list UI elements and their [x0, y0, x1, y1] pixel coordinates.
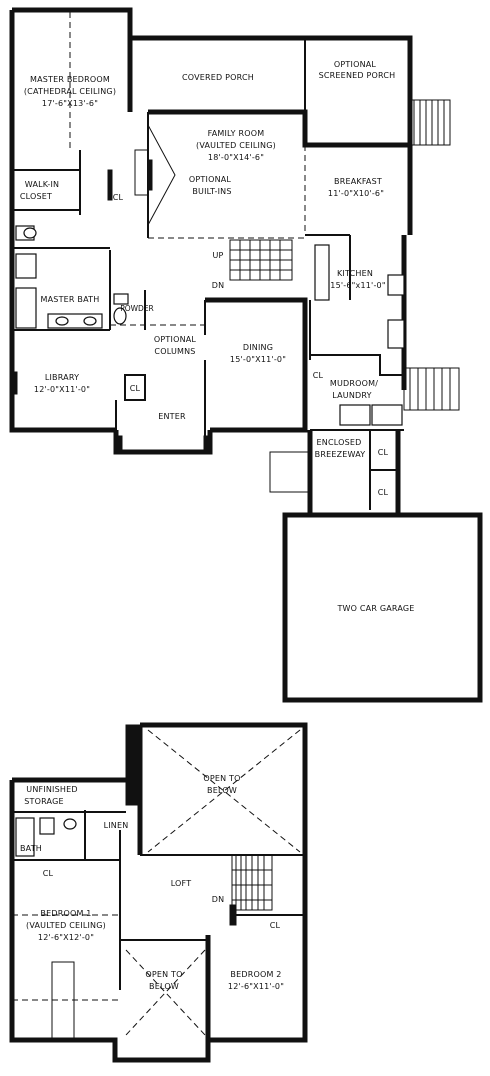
optional-columns-line2: COLUMNS — [154, 347, 195, 356]
open-to-below-line1: OPEN TO — [203, 774, 240, 783]
library-size: 12'-0"X11'-0" — [34, 385, 90, 394]
kitchen-size: 15'-6"x11'-0" — [330, 281, 385, 290]
first-floor-plan: MASTER BEDROOM (CATHEDRAL CEILING) 17'-6… — [9, 7, 483, 703]
stair-down-label: DN — [212, 281, 225, 290]
optional-columns-line1: OPTIONAL — [154, 335, 197, 344]
open-to-below-2-line2: BELOW — [149, 982, 179, 991]
bedroom1-note: (VAULTED CEILING) — [26, 921, 106, 930]
first-floor-walls — [9, 7, 483, 703]
stair-down-label-2: DN — [212, 895, 225, 904]
screened-porch-line1: OPTIONAL — [334, 60, 377, 69]
first-floor-fixtures — [15, 225, 405, 426]
loft-name: LOFT — [171, 879, 192, 888]
library-closet-label: CL — [130, 384, 141, 393]
enter-name: ENTER — [158, 412, 186, 421]
bedroom2-closet-label: CL — [270, 921, 281, 930]
bedroom1-size: 12'-6"X12'-0" — [38, 933, 94, 942]
garage-name: TWO CAR GARAGE — [336, 604, 414, 613]
second-floor-labels: UNFINISHED STORAGE OPEN TO BELOW LINEN B… — [20, 774, 284, 991]
walk-in-closet-line2: CLOSET — [20, 192, 52, 201]
bedroom1-closet-label: CL — [43, 869, 54, 878]
dining-name: DINING — [243, 343, 273, 352]
open-to-below-2-line1: OPEN TO — [145, 970, 182, 979]
family-room-note: (VAULTED CEILING) — [196, 141, 276, 150]
second-floor-dashed-lines — [12, 729, 301, 1041]
mudroom-line2: LAUNDRY — [332, 391, 371, 400]
bath-name: BATH — [20, 844, 42, 853]
second-floor-fixtures — [15, 817, 77, 857]
powder-name: POWDER — [120, 304, 154, 313]
walk-in-closet-line1: WALK-IN — [25, 180, 59, 189]
porch-stairs — [269, 99, 460, 493]
first-floor-labels: MASTER BEDROOM (CATHEDRAL CEILING) 17'-6… — [20, 60, 414, 613]
linen-name: LINEN — [104, 821, 129, 830]
optional-built-ins — [134, 124, 176, 226]
bedroom2-name: BEDROOM 2 — [230, 970, 281, 979]
master-closet-label: CL — [113, 193, 124, 202]
storage-line1: UNFINISHED — [26, 785, 77, 794]
breezeway-closet-label-1: CL — [378, 448, 389, 457]
covered-porch-name: COVERED PORCH — [182, 73, 254, 82]
breezeway-closet-label-2: CL — [378, 488, 389, 497]
built-ins-line1: OPTIONAL — [189, 175, 232, 184]
second-floor-plan: UNFINISHED STORAGE OPEN TO BELOW LINEN B… — [9, 722, 308, 1063]
first-floor-closets — [11, 159, 211, 453]
library-name: LIBRARY — [45, 373, 79, 382]
first-floor-stair — [229, 239, 293, 281]
second-floor-stair — [231, 854, 273, 911]
master-bedroom-name: MASTER BEDROOM — [30, 75, 110, 84]
bedroom2-size: 12'-6"X11'-0" — [228, 982, 284, 991]
kitchen-name: KITCHEN — [337, 269, 373, 278]
master-bedroom-size: 17'-6"X13'-6" — [42, 99, 98, 108]
screened-porch-line2: SCREENED PORCH — [319, 71, 396, 80]
family-room-name: FAMILY ROOM — [208, 129, 265, 138]
dining-size: 15'-0"X11'-0" — [230, 355, 286, 364]
breakfast-name: BREAKFAST — [334, 177, 382, 186]
mudroom-closet-label: CL — [313, 371, 324, 380]
second-floor-walls — [9, 722, 308, 1063]
open-to-below-line2: BELOW — [207, 786, 237, 795]
mudroom-line1: MUDROOM/ — [330, 379, 378, 388]
master-bath-name: MASTER BATH — [41, 295, 100, 304]
master-bedroom-note: (CATHEDRAL CEILING) — [24, 87, 116, 96]
storage-line2: STORAGE — [24, 797, 63, 806]
breezeway-line1: ENCLOSED — [317, 438, 362, 447]
bedroom1-name: BEDROOM 1 — [40, 909, 91, 918]
breezeway-line2: BREEZEWAY — [315, 450, 366, 459]
built-ins-line2: BUILT-INS — [192, 187, 231, 196]
family-room-size: 18'-0"X14'-6" — [208, 153, 264, 162]
breakfast-size: 11'-0"X10'-6" — [328, 189, 384, 198]
stair-up-label: UP — [212, 251, 223, 260]
